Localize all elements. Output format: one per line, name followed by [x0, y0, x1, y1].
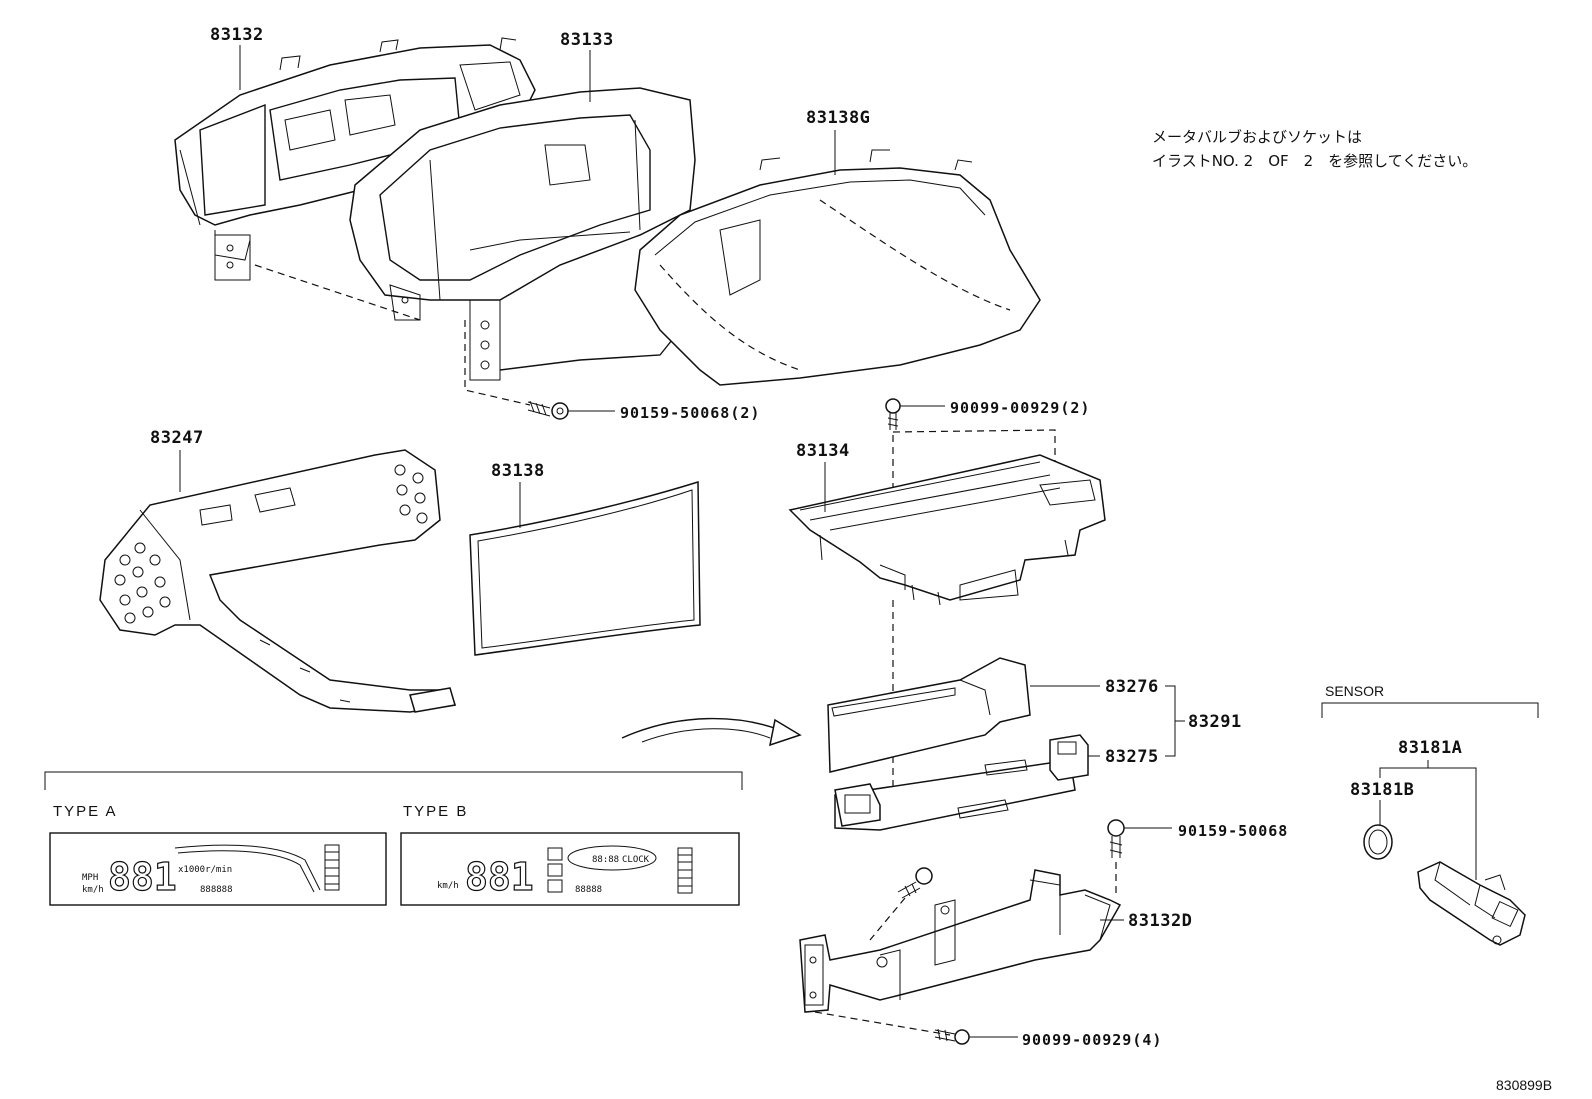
- label-screw1: 90099-00929(2): [950, 399, 1090, 417]
- label-83138G: 83138G: [806, 108, 870, 128]
- type-b-clock: CLOCK: [622, 855, 650, 865]
- sensor-bracket: [1321, 702, 1539, 718]
- part-83247-plate: [99, 449, 456, 713]
- label-83276: 83276: [1105, 677, 1159, 697]
- screw-icon-3: [934, 1028, 970, 1045]
- assembly-line-7: [814, 1011, 951, 1036]
- part-83138-lens: [469, 480, 701, 656]
- part-83132D-bracket: [799, 869, 1122, 1013]
- screw-icon: [885, 398, 901, 430]
- label-83138: 83138: [491, 461, 545, 481]
- label-83132D: 83132D: [1128, 911, 1192, 931]
- label-bolt2: 90159-50068: [1178, 822, 1288, 840]
- type-b-label: TYPE B: [403, 803, 468, 820]
- part-83291-circuit-board: [827, 657, 1089, 831]
- label-bolt1: 90159-50068(2): [620, 404, 760, 422]
- bracket-83291: [1165, 685, 1185, 757]
- part-83134-housing: [788, 454, 1106, 606]
- arrow-icon: [621, 717, 802, 747]
- part-83132-meter-case: [174, 37, 536, 281]
- assembly-line-2: [464, 320, 531, 406]
- illustration-id: 830899B: [1496, 1077, 1552, 1093]
- part-83133-frame: [349, 87, 701, 381]
- bolt-icon: [527, 400, 569, 420]
- type-b-digits: 881: [465, 855, 534, 899]
- leader-83181A: [1379, 760, 1477, 880]
- screw-icon-2: [897, 867, 933, 899]
- type-a-odo: 888888: [200, 885, 233, 895]
- label-83275: 83275: [1105, 747, 1159, 767]
- label-83134: 83134: [796, 441, 850, 461]
- type-a-mph: MPH: [82, 873, 98, 883]
- type-b-odo: 88888: [575, 885, 602, 895]
- type-a-digits: 881: [108, 855, 177, 899]
- label-83133: 83133: [560, 30, 614, 50]
- type-b-display: 881 km/h 88:88 CLOCK 88888: [400, 832, 740, 906]
- type-a-label: TYPE A: [53, 803, 118, 820]
- type-a-kmh: km/h: [82, 885, 104, 895]
- o-ring-icon: [1363, 824, 1393, 860]
- assembly-line-1: [254, 264, 421, 321]
- label-83181B: 83181B: [1350, 780, 1414, 800]
- label-83291: 83291: [1188, 712, 1242, 732]
- type-b-kmh: km/h: [437, 881, 459, 891]
- part-83138G-glass: [634, 149, 1041, 386]
- note-line-2: イラストNO. 2 OF 2 を参照してください。: [1152, 152, 1477, 170]
- types-bracket: [44, 771, 743, 790]
- sensor-label: SENSOR: [1325, 683, 1384, 699]
- label-83181A: 83181A: [1398, 738, 1462, 758]
- label-83132: 83132: [210, 25, 264, 45]
- label-83247: 83247: [150, 428, 204, 448]
- type-a-rpm: x1000r/min: [178, 865, 232, 875]
- bolt-icon-2: [1107, 819, 1125, 858]
- label-screw2: 90099-00929(4): [1022, 1031, 1162, 1049]
- assembly-line-6: [869, 897, 906, 941]
- type-a-display: 881 MPH km/h x1000r/min 888888: [49, 832, 387, 906]
- note-line-1: メータバルブおよびソケットは: [1152, 128, 1362, 146]
- speed-sensor-icon: [1417, 861, 1526, 946]
- type-b-clock-digits: 88:88: [592, 855, 619, 865]
